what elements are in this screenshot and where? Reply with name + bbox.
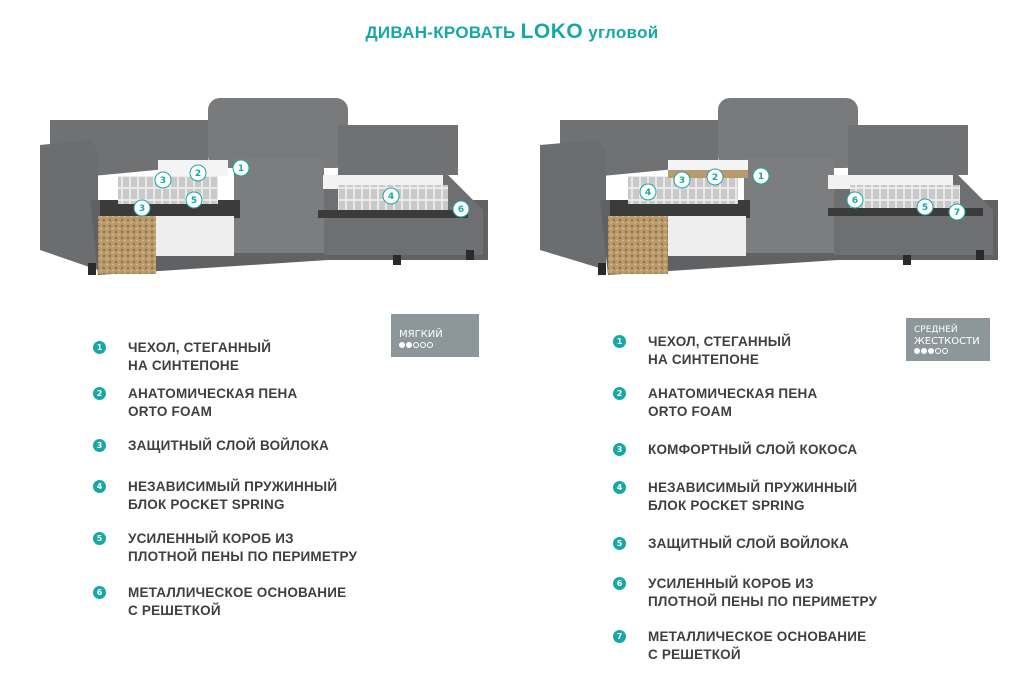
legend-number: 5 — [613, 537, 626, 550]
legend-number: 6 — [93, 586, 106, 599]
marker-7: 7 — [948, 203, 966, 221]
left-sofa-image: 1 2 3 3 4 5 6 — [18, 80, 498, 290]
level-dot-empty — [942, 348, 948, 354]
svg-text:7: 7 — [954, 208, 960, 218]
level-dot-empty — [420, 342, 426, 348]
level-dot-filled — [928, 348, 934, 354]
level-dot-filled — [914, 348, 920, 354]
right-sofa-image: 1 2 3 4 5 6 7 — [528, 80, 1008, 290]
legend-item: 5 ЗАЩИТНЫЙ СЛОЙ ВОЙЛОКА — [613, 535, 849, 553]
svg-text:6: 6 — [458, 205, 464, 215]
legend-number: 1 — [613, 335, 626, 348]
legend-number: 4 — [93, 480, 106, 493]
layer-markers: 1 2 3 4 5 6 7 — [639, 167, 966, 221]
svg-text:2: 2 — [195, 169, 201, 179]
legend-number: 3 — [613, 443, 626, 456]
marker-3b: 3 — [133, 199, 151, 217]
legend-number: 7 — [613, 630, 626, 643]
title-prefix: ДИВАН-КРОВАТЬ — [365, 23, 516, 42]
marker-4: 4 — [639, 183, 657, 201]
title-suffix: угловой — [588, 23, 659, 42]
marker-5: 5 — [185, 191, 203, 209]
badge-label: МЯГКИЙ — [399, 329, 443, 340]
svg-text:5: 5 — [922, 203, 928, 213]
level-dot-empty — [427, 342, 433, 348]
svg-text:1: 1 — [758, 172, 764, 182]
firmness-dots — [914, 348, 948, 354]
marker-1: 1 — [752, 167, 770, 185]
marker-4: 4 — [382, 187, 400, 205]
firmness-badge: СРЕДНЕЙ ЖЕСТКОСТИ — [906, 318, 990, 361]
level-dot-empty — [413, 342, 419, 348]
svg-text:2: 2 — [712, 173, 718, 183]
layer-markers: 1 2 3 3 4 5 6 — [133, 159, 470, 218]
svg-text:3: 3 — [679, 176, 685, 186]
headrest — [208, 98, 348, 168]
svg-text:4: 4 — [388, 192, 394, 202]
marker-6: 6 — [452, 200, 470, 218]
legend-item: 3 ЗАЩИТНЫЙ СЛОЙ ВОЙЛОКА — [93, 437, 329, 455]
badge-label-top: СРЕДНЕЙ — [914, 325, 958, 335]
level-dot-filled — [406, 342, 412, 348]
level-dot-empty — [935, 348, 941, 354]
badge-label: ЖЕСТКОСТИ — [914, 336, 980, 347]
softness-dots — [399, 342, 433, 348]
legend-number: 3 — [93, 439, 106, 452]
legend-number: 1 — [93, 341, 106, 354]
legend-number: 4 — [613, 481, 626, 494]
marker-3: 3 — [673, 171, 691, 189]
legend-number: 2 — [613, 387, 626, 400]
svg-text:3: 3 — [160, 176, 166, 186]
legend-item: 3 КОМФОРТНЫЙ СЛОЙ КОКОСА — [613, 441, 857, 459]
svg-text:4: 4 — [645, 188, 651, 198]
svg-text:1: 1 — [238, 164, 244, 174]
marker-5: 5 — [916, 198, 934, 216]
svg-text:5: 5 — [191, 196, 197, 206]
softness-badge: МЯГКИЙ — [391, 314, 479, 357]
page-title: ДИВАН-КРОВАТЬ LOKO угловой — [0, 20, 1024, 44]
title-brand: LOKO — [520, 20, 584, 43]
level-dot-filled — [399, 342, 405, 348]
legend-number: 2 — [93, 387, 106, 400]
svg-text:6: 6 — [852, 196, 858, 206]
marker-2: 2 — [706, 168, 724, 186]
marker-6: 6 — [846, 191, 864, 209]
svg-text:3: 3 — [139, 204, 145, 214]
marker-1: 1 — [232, 159, 250, 177]
level-dot-filled — [921, 348, 927, 354]
marker-3a: 3 — [154, 171, 172, 189]
marker-2: 2 — [189, 164, 207, 182]
legend-number: 6 — [613, 577, 626, 590]
legend-number: 5 — [93, 532, 106, 545]
